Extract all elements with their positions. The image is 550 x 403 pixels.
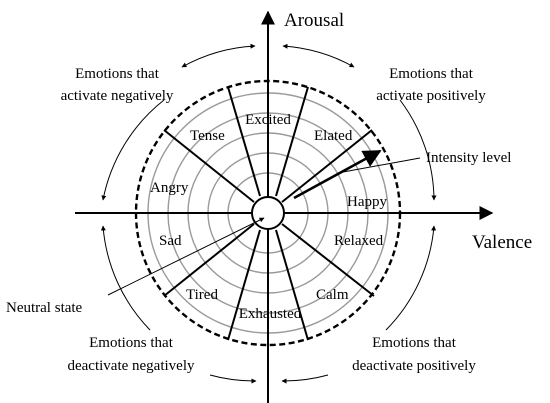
sector-line xyxy=(227,229,261,341)
sector-line xyxy=(281,129,373,203)
quadrant-top-left-line1: Emotions that xyxy=(75,66,160,82)
sector-line xyxy=(163,223,255,297)
outer-arc-top-left xyxy=(181,43,256,68)
valence-axis-label: Valence xyxy=(472,232,532,253)
sector-line xyxy=(227,86,261,197)
emotion-relaxed: Relaxed xyxy=(334,233,384,249)
emotion-happy: Happy xyxy=(347,194,387,210)
outer-arc-left-lower xyxy=(100,225,151,331)
quadrant-bottom-right-line1: Emotions that xyxy=(372,335,457,351)
outer-arcs xyxy=(100,43,437,384)
arousal-axis-label: Arousal xyxy=(284,10,344,31)
emotion-exhausted: Exhausted xyxy=(239,306,302,322)
sector-line xyxy=(275,86,309,197)
outer-arc-right-lower xyxy=(385,225,437,331)
emotion-tense: Tense xyxy=(190,128,225,144)
quadrant-bottom-left-line2: deactivate negatively xyxy=(67,358,195,374)
neutral-center-circle xyxy=(251,196,285,230)
outer-arc-left-upper xyxy=(101,99,165,201)
quadrant-bottom-left-line1: Emotions that xyxy=(89,335,174,351)
neutral-state-label: Neutral state xyxy=(6,300,83,316)
sector-line xyxy=(281,223,375,297)
quadrant-top-right-line2: activate positively xyxy=(376,88,486,104)
quadrant-top-left-line2: activate negatively xyxy=(61,88,174,104)
quadrant-bottom-right-line2: deactivate positively xyxy=(352,358,476,374)
intensity-arrow xyxy=(293,149,382,200)
quadrant-top-right-line1: Emotions that xyxy=(389,66,474,82)
outer-arc-top-right xyxy=(282,43,355,68)
sector-line xyxy=(275,229,309,341)
outer-arc-right-upper xyxy=(399,99,437,201)
sector-line xyxy=(163,129,255,203)
emotion-tired: Tired xyxy=(186,287,218,303)
outer-arc-bottom-right xyxy=(281,374,329,384)
emotion-excited: Excited xyxy=(245,112,291,128)
emotion-elated: Elated xyxy=(314,128,353,144)
emotion-angry: Angry xyxy=(150,180,189,196)
emotion-calm: Calm xyxy=(316,287,349,303)
neutral-callout-line xyxy=(107,217,265,296)
intensity-callout-line xyxy=(342,157,421,173)
callout-lines xyxy=(107,157,421,296)
emotion-sad: Sad xyxy=(159,233,182,249)
intensity-level-label: Intensity level xyxy=(426,150,511,166)
outer-arc-bottom-left xyxy=(209,374,257,384)
